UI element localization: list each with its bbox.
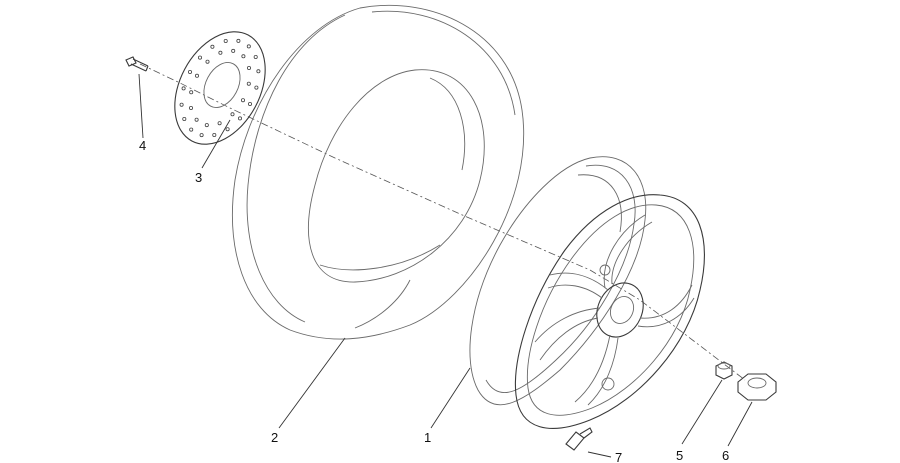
disc-hole	[247, 102, 252, 107]
leader-lines	[138, 73, 753, 458]
callout-5: 5	[676, 448, 683, 463]
part-tire	[232, 4, 524, 340]
part-bolt	[125, 56, 149, 72]
disc-hole	[197, 55, 202, 60]
callout-2: 2	[271, 430, 278, 445]
callout-1: 1	[424, 430, 431, 445]
disc-hole	[182, 117, 187, 122]
disc-hole	[205, 59, 210, 64]
disc-hole	[254, 85, 259, 90]
disc-hole	[237, 116, 242, 121]
disc-hole	[246, 66, 251, 71]
callout-7: 7	[615, 450, 622, 463]
disc-hole	[212, 132, 217, 137]
disc-hole	[240, 98, 245, 103]
assembly-axis	[139, 63, 746, 381]
disc-hole	[246, 81, 251, 86]
disc-hole	[241, 54, 246, 59]
callout-3: 3	[195, 170, 202, 185]
part-brake-disc	[174, 31, 266, 145]
part-hex-nut	[737, 373, 777, 401]
callout-6: 6	[722, 448, 729, 463]
disc-hole	[230, 112, 235, 117]
callout-4: 4	[139, 138, 146, 153]
disc-hole	[189, 127, 194, 132]
disc-hole	[223, 39, 228, 44]
disc-hole	[218, 50, 223, 55]
disc-hole	[194, 73, 199, 78]
disc-hole	[231, 48, 236, 53]
disc-hole	[179, 102, 184, 107]
disc-hole	[256, 69, 261, 74]
disc-hole	[189, 90, 194, 95]
part-nut	[715, 361, 733, 380]
part-rim	[469, 156, 705, 429]
disc-hole	[187, 70, 192, 75]
disc-hole	[204, 123, 209, 128]
disc-hole	[194, 117, 199, 122]
disc-hole	[236, 38, 241, 43]
disc-hole	[181, 86, 186, 91]
disc-hole	[246, 44, 251, 49]
disc-hole	[210, 44, 215, 49]
disc-hole	[253, 55, 258, 60]
disc-hole	[217, 121, 222, 126]
brake-disc-holes	[179, 38, 261, 138]
disc-hole	[188, 106, 193, 111]
disc-hole	[199, 133, 204, 138]
part-valve	[565, 427, 593, 451]
disc-hole	[225, 127, 230, 132]
